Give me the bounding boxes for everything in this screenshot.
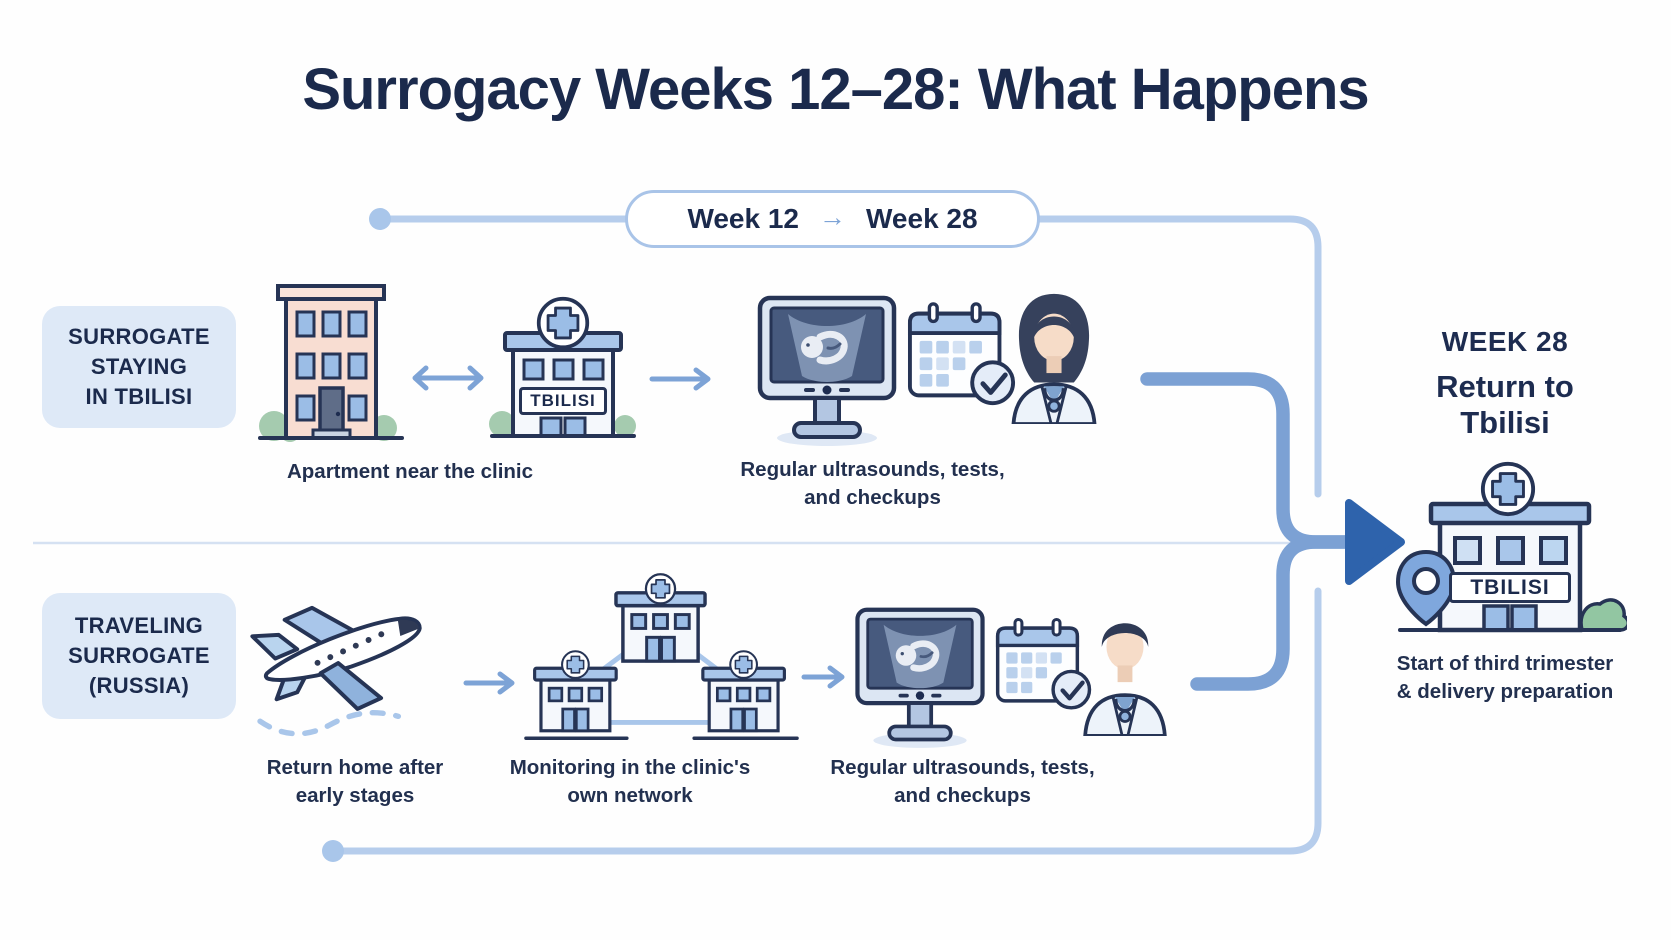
- row-label-staying: SURROGATE STAYING IN TBILISI: [42, 306, 236, 428]
- caption-checkups-bottom: Regular ultrasounds, tests, and checkups: [830, 756, 1095, 807]
- doctor-male-icon: [1083, 623, 1167, 736]
- caption-checkups-top: Regular ultrasounds, tests, and checkups: [740, 458, 1005, 509]
- location-pin-icon: [1395, 549, 1457, 627]
- clinic-sign: TBILISI: [519, 387, 607, 415]
- ultrasound-monitor-icon: [855, 607, 985, 748]
- doctor-female-icon: [1011, 293, 1097, 424]
- timeline-bottom-line: [329, 587, 1322, 855]
- page-title: Surrogacy Weeks 12–28: What Happens: [302, 57, 1369, 122]
- caption-apartment: Apartment near the clinic: [286, 460, 534, 483]
- timeline-top-line: [376, 215, 1322, 498]
- airplane-icon: [250, 605, 422, 737]
- week-arrow-icon: →: [819, 202, 846, 232]
- destination-title: Return to Tbilisi: [1436, 369, 1574, 440]
- clinic-network-icon: [524, 572, 799, 740]
- flight-path-dashed: [257, 709, 402, 737]
- calendar-check-icon: [995, 617, 1092, 710]
- flow-merge-bottom-line: [1190, 535, 1352, 691]
- calendar-check-icon: [907, 302, 1016, 406]
- timeline-start-dot-top: [369, 208, 391, 230]
- timeline-start-dot-bottom: [322, 840, 344, 862]
- clinic-icon: [489, 296, 636, 438]
- caption-network: Monitoring in the clinic's own network: [509, 756, 751, 807]
- apartment-icon: [258, 284, 404, 442]
- row-label-traveling: TRAVELING SURROGATE (RUSSIA): [42, 593, 236, 719]
- medical-cross-icon: [1480, 461, 1536, 517]
- destination-clinic-sign: TBILISI: [1449, 572, 1571, 603]
- merge-arrowhead-icon: [1345, 499, 1405, 585]
- ultrasound-monitor-icon: [757, 295, 897, 446]
- step-arrow-icon: [649, 367, 711, 391]
- shuttle-arrow-icon: [412, 365, 484, 391]
- step-arrow-icon: [463, 671, 515, 695]
- medical-cross-icon: [536, 296, 590, 350]
- destination-caption: Start of third trimester & delivery prep…: [1396, 652, 1614, 703]
- destination-week-label: WEEK 28: [1441, 326, 1569, 357]
- week-end-label: Week 28: [866, 203, 978, 234]
- week-start-label: Week 12: [687, 203, 799, 234]
- caption-return-home: Return home after early stages: [266, 756, 444, 807]
- destination-clinic-icon: [1395, 461, 1627, 633]
- week-range-pill: Week 12 → Week 28: [625, 190, 1040, 248]
- step-arrow-icon: [801, 665, 845, 689]
